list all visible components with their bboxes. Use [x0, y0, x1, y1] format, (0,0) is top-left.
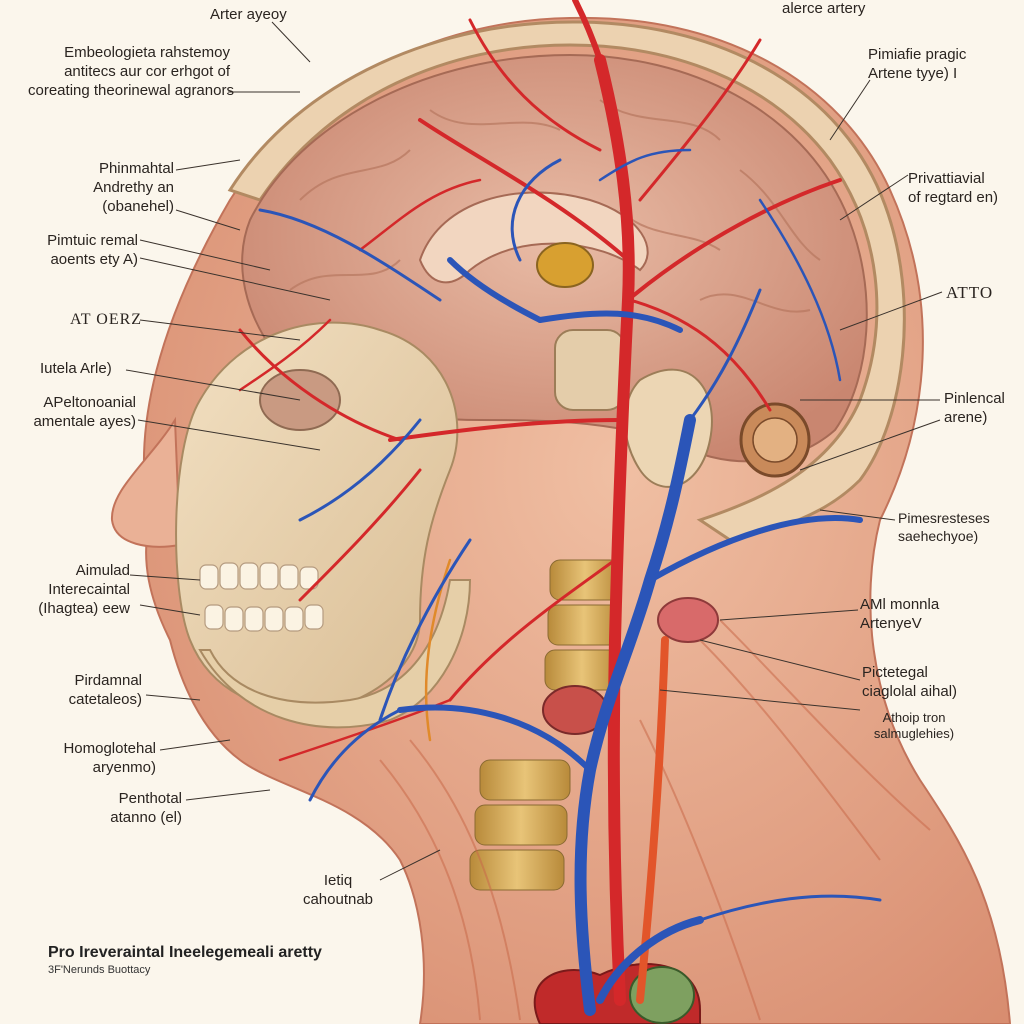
nose-shape: [110, 416, 182, 548]
label-apeltonoanial: APeltonoanial amentale ayes): [33, 394, 136, 430]
label-at-oerz: AT OERZ: [70, 311, 143, 328]
neck-muscles: [379, 619, 931, 1021]
label-top-right: alerce artery: [782, 0, 866, 17]
label-phinmahtal: Phinmahtal Andrethy an (obanehel): [93, 160, 174, 215]
label-ietiq: Ietiq cahoutnab: [302, 872, 374, 908]
leader-lines: [125, 21, 943, 881]
pituitary-gland: [536, 242, 594, 288]
label-athoip: Athoip tron salmuglehies): [873, 710, 955, 742]
lymph-node: [657, 597, 719, 643]
label-embryo-block: Embeologieta rahstemoy antitecs aur cor …: [28, 44, 234, 99]
arteries: [238, 0, 842, 1006]
label-penthotal: Penthotal atanno (el): [110, 790, 182, 826]
teeth: [199, 562, 324, 632]
caption-subtitle: 3F'Nerunds Buottacy: [48, 964, 151, 976]
label-pimesresteses: Pimesresteses saehechyoe): [898, 510, 990, 544]
label-homoglotehal: Homoglotehal aryenmo): [63, 740, 156, 776]
label-pimtuic: Pimtuic remal aoents ety A): [47, 232, 138, 268]
label-aml-monnla: AMl monnla ArtenyeV: [860, 596, 940, 632]
spine: [469, 329, 626, 891]
mandible: [198, 579, 472, 729]
label-privatiavial: Privattiavial of regtard en): [908, 170, 999, 206]
label-pirdamnal: Pirdamnal catetaleos): [68, 672, 142, 708]
label-atto: ATTO: [946, 283, 994, 302]
veins: [258, 148, 882, 1016]
label-aimulad: Aimulad Interecaintal (Ihagtea) eew: [38, 562, 130, 617]
caption-title: Pro Ireveraintal Ineelegemeali aretty: [48, 944, 322, 961]
label-pinlencal: Pinlencal arene): [944, 390, 1005, 426]
label-pimiafie: Pimiafie pragic Artene tyye) I: [868, 46, 967, 82]
label-iutela: Iutela Arle): [40, 360, 112, 377]
label-pictetegal: Pictetegal ciaglolal aihal): [862, 664, 958, 700]
label-top-left: Arter ayeoy: [210, 6, 287, 23]
